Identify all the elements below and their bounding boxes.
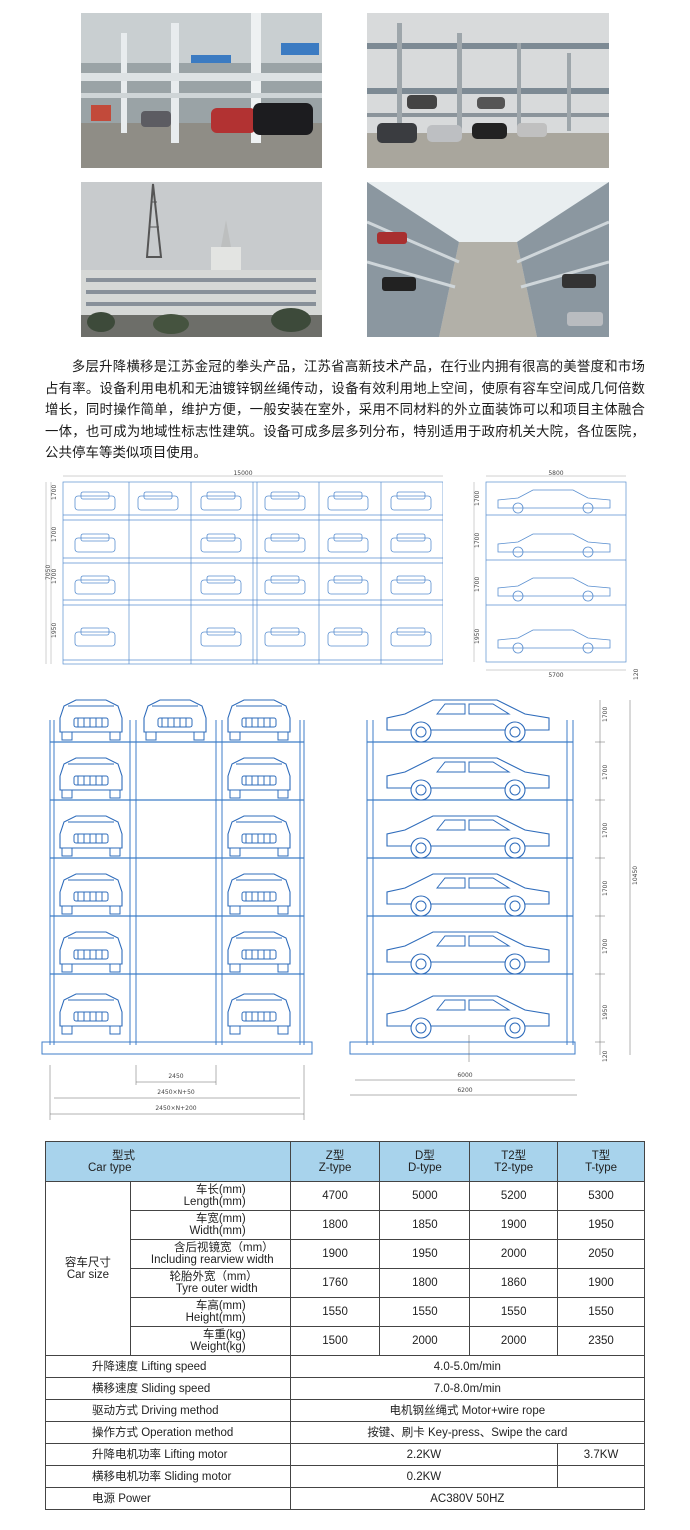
row-label: 车宽(mm)Width(mm) xyxy=(129,1210,291,1240)
dim-side-level-3: 1700 xyxy=(474,577,481,592)
header-car-type: 型式 Car type xyxy=(45,1141,291,1182)
drawing-side-elevation-4-level: 5800 5700 1700 1700 1700 1950 120 xyxy=(466,470,642,680)
dim-total-width: 2450×N+200 xyxy=(155,1105,196,1112)
dim-side-level-1: 1700 xyxy=(474,491,481,506)
table-row: 横移电机功率 Sliding motor 0.2KW xyxy=(45,1465,645,1488)
dim-level-1: 1700 xyxy=(51,485,58,500)
row-label: 车长(mm)Length(mm) xyxy=(129,1181,291,1211)
row-label: 含后视镜宽（mm）Including rearview width xyxy=(129,1239,291,1269)
table-row: 升降速度 Lifting speed 4.0-5.0m/min xyxy=(45,1355,646,1378)
row-label: 车重(kg)Weight(kg) xyxy=(129,1326,291,1356)
dim-cell-width: 2450 xyxy=(168,1073,183,1080)
dim-side-width: 5800 xyxy=(548,470,563,477)
row-label: 车高(mm)Height(mm) xyxy=(129,1297,291,1327)
dim-side-offset: 120 xyxy=(633,668,640,680)
dim-side-base: 5700 xyxy=(548,672,563,679)
table-row: 横移速度 Sliding speed 7.0-8.0m/min xyxy=(45,1377,646,1400)
dim-width-total: 15000 xyxy=(233,470,252,477)
row-label: 轮胎外宽（mm）Tyre outer width xyxy=(129,1268,291,1298)
photo-garage-exterior xyxy=(81,182,322,337)
dim-side-level-2-b: 1700 xyxy=(602,765,609,780)
photo-garage-corridor xyxy=(367,182,609,337)
dim-level-4: 1950 xyxy=(51,623,58,638)
table-row: 升降电机功率 Lifting motor 2.2KW 3.7KW xyxy=(45,1443,645,1466)
drawing-front-elevation-6-level: 2450 2450×N+50 2450×N+200 xyxy=(40,690,315,1122)
dim-side-base-offset: 120 xyxy=(602,1050,609,1062)
dim-side-level-3-b: 1700 xyxy=(602,823,609,838)
dim-side-level-6-b: 1950 xyxy=(602,1005,609,1020)
table-row: 操作方式 Operation method 按键、刷卡 Key-press、Sw… xyxy=(45,1421,646,1444)
drawing-front-elevation-4-level: 15000 1700 1700 1700 1950 7050 xyxy=(43,470,443,680)
dim-height-total: 7050 xyxy=(45,565,52,580)
dim-depth-inner: 6000 xyxy=(457,1072,472,1079)
drawing-side-elevation-6-level: 1700 1700 1700 1700 1700 1950 10450 120 … xyxy=(345,690,645,1122)
dim-side-level-4: 1950 xyxy=(474,629,481,644)
table-row: 电源 Power AC380V 50HZ xyxy=(45,1487,646,1510)
table-row: 驱动方式 Driving method 电机钢丝绳式 Motor+wire ro… xyxy=(45,1399,646,1422)
photo-garage-interior-2 xyxy=(367,13,609,168)
dim-side-level-5-b: 1700 xyxy=(602,939,609,954)
dim-mid-width: 2450×N+50 xyxy=(157,1089,195,1096)
dim-side-height-total: 10450 xyxy=(632,866,639,885)
dim-depth-outer: 6200 xyxy=(457,1087,472,1094)
dim-side-level-1-b: 1700 xyxy=(602,707,609,722)
intro-paragraph: 多层升降横移是江苏金冠的拳头产品，江苏省高新技术产品，在行业内拥有很高的美誉度和… xyxy=(45,360,645,461)
dim-level-2: 1700 xyxy=(51,527,58,542)
dim-level-3: 1700 xyxy=(51,569,58,584)
dim-side-level-2: 1700 xyxy=(474,533,481,548)
photo-garage-interior-1 xyxy=(81,13,322,168)
dim-side-level-4-b: 1700 xyxy=(602,881,609,896)
